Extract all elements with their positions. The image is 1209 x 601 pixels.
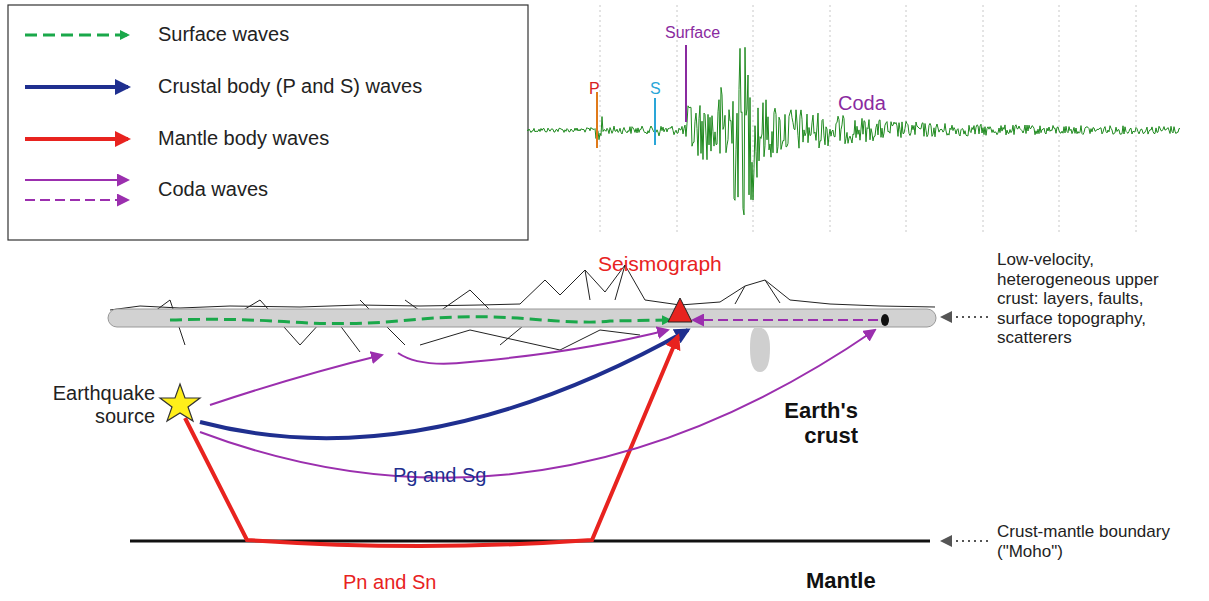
layer-label: Earth's crust xyxy=(748,398,858,449)
legend-sample xyxy=(25,179,128,181)
crustal-body-wave xyxy=(200,330,688,438)
arrival-label: S xyxy=(650,80,661,98)
source-label: Earthquake source xyxy=(40,382,155,428)
annotation: Low-velocity, heterogeneous upper crust:… xyxy=(997,250,1202,348)
legend-sample xyxy=(25,199,128,201)
p-arrival-marker xyxy=(596,92,598,148)
earthquake-star xyxy=(160,384,200,421)
legend-text: Mantle body waves xyxy=(158,127,329,150)
seismogram-trace xyxy=(527,47,1180,215)
seismogram-grid xyxy=(600,5,1136,235)
pointer-arrow xyxy=(942,540,988,542)
coda-wave xyxy=(200,330,875,478)
legend-text: Crustal body (P and S) waves xyxy=(158,75,422,98)
scattered-coda-wave xyxy=(693,319,878,321)
legend-frame xyxy=(8,5,528,240)
wave-label: Pn and Sn xyxy=(343,571,436,594)
legend-sample xyxy=(25,137,128,141)
annotation: Crust-mantle boundary ("Moho") xyxy=(997,522,1202,561)
legend-sample xyxy=(25,34,128,37)
scatterer-dot xyxy=(881,314,889,326)
coda-wave xyxy=(398,330,668,364)
pointer-arrow xyxy=(942,316,988,318)
legend-text: Coda waves xyxy=(158,178,268,201)
s-arrival-marker xyxy=(654,98,656,145)
upper-crust-band xyxy=(108,309,936,327)
layer-label: Mantle xyxy=(806,568,876,593)
legend-text: Surface waves xyxy=(158,23,289,46)
seismograph-symbol xyxy=(668,298,692,322)
surface-arrival-marker xyxy=(685,45,687,122)
legend-sample xyxy=(25,85,128,89)
mantle-body-wave xyxy=(185,336,678,546)
wave-label: Pg and Sg xyxy=(393,464,486,487)
surface-wave xyxy=(170,317,670,324)
phase-label: Coda xyxy=(838,92,886,115)
coda-wave xyxy=(210,355,382,405)
instrument-label: Seismograph xyxy=(598,252,722,276)
arrival-label: P xyxy=(589,80,600,98)
arrival-label: Surface xyxy=(665,24,720,42)
scatterer-body xyxy=(750,327,770,372)
